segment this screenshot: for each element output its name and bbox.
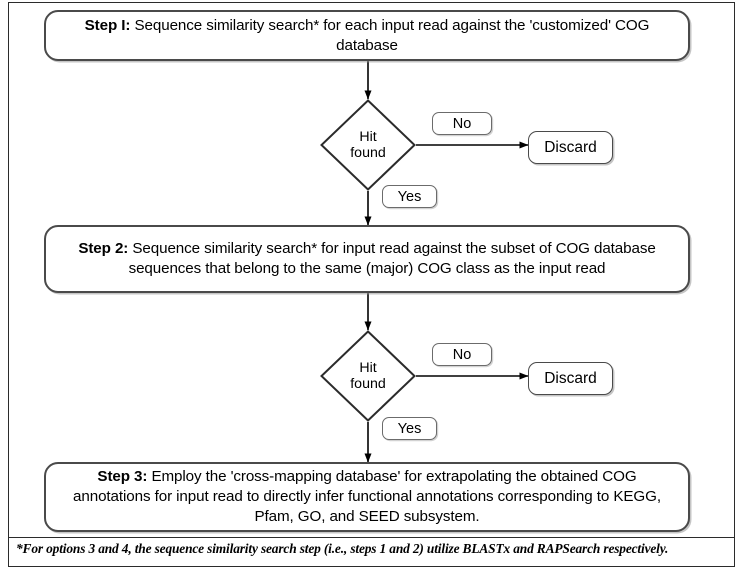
step-3-text: Step 3: Employ the 'cross-mapping databa… bbox=[58, 467, 676, 526]
step-1-text: Step I: Sequence similarity search* for … bbox=[58, 16, 676, 56]
step-3-body: Employ the 'cross-mapping database' for … bbox=[73, 468, 661, 525]
step-3-box: Step 3: Employ the 'cross-mapping databa… bbox=[44, 462, 690, 532]
step-2-text: Step 2: Sequence similarity search* for … bbox=[58, 239, 676, 279]
edge-label-no-2: No bbox=[432, 343, 492, 366]
decision-1-diamond: Hit found bbox=[320, 99, 416, 191]
discard-box-2: Discard bbox=[528, 362, 613, 395]
step-1-body: Sequence similarity search* for each inp… bbox=[130, 16, 650, 54]
step-3-label: Step 3: bbox=[97, 468, 148, 486]
step-2-label: Step 2: bbox=[78, 240, 129, 258]
step-1-label: Step I: bbox=[84, 16, 131, 34]
footnote-divider bbox=[9, 537, 734, 538]
edge-label-yes-1: Yes bbox=[382, 185, 437, 208]
edge-label-no-1: No bbox=[432, 112, 492, 135]
decision-2-diamond: Hit found bbox=[320, 330, 416, 422]
step-2-box: Step 2: Sequence similarity search* for … bbox=[44, 225, 690, 293]
step-1-box: Step I: Sequence similarity search* for … bbox=[44, 10, 690, 61]
step-2-body: Sequence similarity search* for input re… bbox=[128, 240, 656, 277]
footnote-text: *For options 3 and 4, the sequence simil… bbox=[16, 541, 669, 556]
discard-box-1: Discard bbox=[528, 131, 613, 164]
edge-label-yes-2: Yes bbox=[382, 417, 437, 440]
